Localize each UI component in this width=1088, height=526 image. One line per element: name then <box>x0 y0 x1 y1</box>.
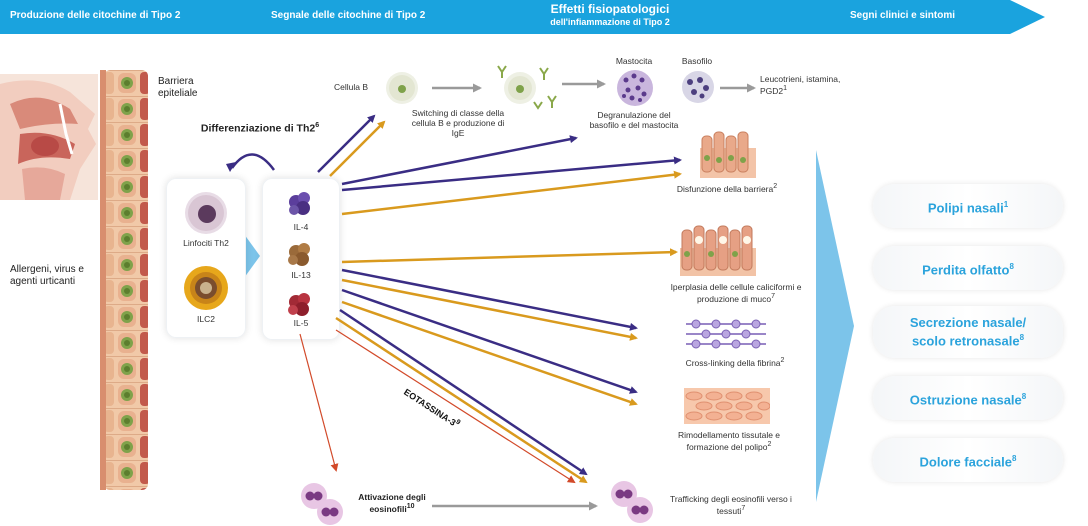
fibrin-label: Cross-linking della fibrina2 <box>670 356 800 368</box>
symptom-nasal-discharge: Secrezione nasale/ scolo retronasale8 <box>873 306 1063 358</box>
cytokine-il13-label: IL-13 <box>291 270 311 280</box>
eosinophil-activation-icon <box>301 483 343 525</box>
remodeling-text: Rimodellamento tissutale e formazione de… <box>677 430 781 452</box>
flow-chevron <box>244 234 260 278</box>
symptom-nasal-polyps-text: Polipi nasali <box>927 200 1004 216</box>
arrow-il4-trafficking <box>339 308 588 476</box>
class-switch-label: Switching di classe della cellula B e pr… <box>411 108 505 138</box>
mediators-label: Leucotrieni, istamina, PGD21 <box>760 74 860 96</box>
symptom-smell-loss-ref: 8 <box>1009 261 1014 271</box>
symptom-facial-pain-ref: 8 <box>1012 453 1017 463</box>
barrier-dysfunction-label: Disfunzione della barriera2 <box>672 182 782 194</box>
epithelial-barrier-image <box>100 70 148 490</box>
fibrin-text: Cross-linking della fibrina <box>685 357 781 368</box>
symptom-nasal-polyps: Polipi nasali1 <box>873 184 1063 228</box>
arrow-il4-remodeling <box>341 288 638 394</box>
arrow-il13-fibrin <box>341 278 638 341</box>
arrow-il4-bcell <box>317 114 376 173</box>
symptom-nasal-obstruction-text: Ostruzione nasale <box>909 392 1022 408</box>
arrow-il4-fibrin <box>341 268 638 331</box>
arrow-il4-degranulation <box>341 135 578 186</box>
remodeling-ref: 2 <box>767 441 772 448</box>
barrier-dysfunction-image <box>700 131 756 178</box>
header-col3-title: Effetti fisiopatologici <box>550 2 670 16</box>
header-col3-subtitle: dell'infiammazione di Tipo 2 <box>550 17 670 27</box>
mast-cell-icon <box>617 70 653 106</box>
ilc2-cell-icon <box>184 266 228 310</box>
symptom-smell-loss: Perdita olfatto8 <box>873 246 1063 290</box>
symptom-nasal-polyps-ref: 1 <box>1003 199 1009 209</box>
th2-lymphocyte-icon <box>185 192 227 234</box>
tissue-remodeling-image <box>684 388 770 424</box>
goblet-hyperplasia-image <box>680 225 756 276</box>
differentiation-label: Differenziazione di Th26 <box>200 120 320 135</box>
plasma-cell-ige-icon <box>497 65 557 110</box>
eos-activation-label: Attivazione degli eosinofili10 <box>352 492 432 514</box>
symptom-nasal-obstruction: Ostruzione nasale8 <box>873 376 1063 420</box>
barrier-dysfunction-ref: 2 <box>773 183 778 190</box>
arrow-il4-barrier <box>341 156 682 192</box>
eos-activation-text: Attivazione degli eosinofili <box>358 492 426 514</box>
arrow-il5-activation <box>299 333 339 472</box>
remodeling-label: Rimodellamento tissutale e formazione de… <box>664 430 794 452</box>
basophil-icon <box>682 71 714 103</box>
eos-trafficking-text: Trafficking degli eosinofili verso i tes… <box>670 494 792 516</box>
cytokine-il5-label: IL-5 <box>293 318 309 328</box>
arrow-il5-trafficking <box>335 329 576 484</box>
cytokine-il4-label: IL-4 <box>293 222 309 232</box>
fibrin-ref: 2 <box>780 357 785 364</box>
th2-label: Linfociti Th2 <box>183 238 229 248</box>
eos-activation-ref: 10 <box>406 503 415 510</box>
goblet-hyperplasia-label: Iperplasia delle cellule caliciformi e p… <box>656 282 816 304</box>
symptom-nasal-discharge-text: Secrezione nasale/ scolo retronasale <box>909 315 1027 349</box>
il4-molecule-icon <box>289 192 310 215</box>
allergens-label: Allergeni, virus e agenti urticanti <box>10 264 84 287</box>
b-cell-label: Cellula B <box>334 82 369 92</box>
header-col1: Produzione delle citochine di Tipo 2 <box>10 10 181 21</box>
nasal-anatomy-image <box>0 74 98 200</box>
header-col2: Segnale delle citochine di Tipo 2 <box>271 10 426 21</box>
differentiation-ref: 6 <box>315 122 320 129</box>
differentiation-text: Differenziazione di Th2 <box>200 122 316 135</box>
symptom-smell-loss-text: Perdita olfatto <box>922 262 1010 278</box>
symptom-facial-pain-text: Dolore facciale <box>919 454 1013 470</box>
differentiation-arrow <box>226 153 276 172</box>
eos-trafficking-label: Trafficking degli eosinofili verso i tes… <box>668 494 794 516</box>
symptoms-chevron <box>816 150 854 502</box>
barrier-label: Barriera epiteliale <box>158 76 198 99</box>
il13-molecule-icon <box>288 243 310 266</box>
arrow-il13-bcell <box>329 120 386 177</box>
header-col4: Segni clinici e sintomi <box>850 10 956 21</box>
mediators-ref: 1 <box>783 85 788 92</box>
arrow-il13-barrier <box>341 170 682 216</box>
mediators-text: Leucotrieni, istamina, PGD2 <box>760 74 841 96</box>
b-cell-icon <box>386 72 418 104</box>
symptom-facial-pain: Dolore facciale8 <box>873 438 1063 482</box>
eosinophil-trafficking-icon <box>611 481 653 523</box>
header-banner <box>0 0 1045 34</box>
fibrin-crosslinking-image <box>686 319 766 349</box>
eos-trafficking-ref: 7 <box>741 505 746 512</box>
goblet-hyperplasia-text: Iperplasia delle cellule caliciformi e p… <box>670 282 802 304</box>
arrow-il13-trafficking <box>335 316 588 484</box>
symptom-nasal-discharge-ref: 8 <box>1019 333 1025 343</box>
il5-molecule-icon <box>288 293 310 316</box>
mast-cell-label: Mastocita <box>615 56 653 66</box>
arrow-il13-remodeling <box>341 300 638 406</box>
ilc2-label: ILC2 <box>197 314 215 324</box>
barrier-dysfunction-text: Disfunzione della barriera <box>676 183 774 194</box>
degranulation-label: Degranulazione del basofilo e del mastoc… <box>589 110 679 130</box>
symptom-nasal-obstruction-ref: 8 <box>1021 391 1027 401</box>
basophil-label: Basofilo <box>681 56 713 66</box>
arrow-il13-goblet <box>341 248 678 264</box>
goblet-hyperplasia-ref: 7 <box>771 293 776 300</box>
